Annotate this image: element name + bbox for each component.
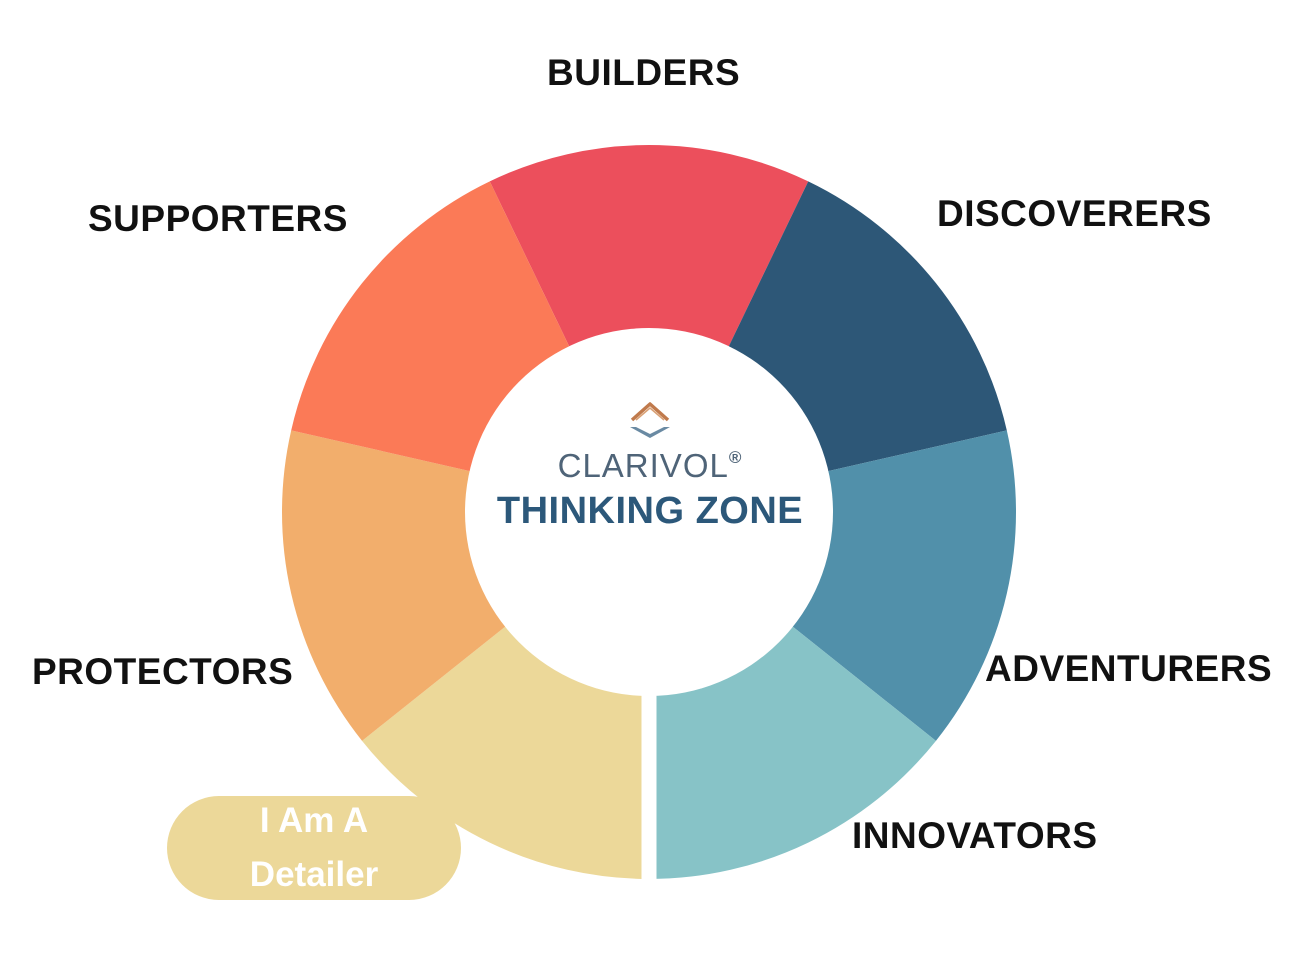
- registered-mark: ®: [728, 448, 743, 467]
- label-discoverers: DISCOVERERS: [937, 193, 1212, 234]
- segment-builders: [489, 145, 809, 377]
- label-protectors: PROTECTORS: [32, 651, 294, 692]
- center-title: THINKING ZONE: [496, 490, 804, 532]
- badge-line-2: Detailer: [249, 855, 379, 894]
- clarivol-logo-icon: [630, 402, 670, 438]
- label-adventurers: ADVENTURERS: [985, 648, 1273, 689]
- wheel-center-hole: [465, 328, 833, 696]
- label-supporters: SUPPORTERS: [88, 198, 348, 239]
- badge-line-1: I Am A: [259, 801, 369, 840]
- label-innovators: INNOVATORS: [852, 815, 1098, 856]
- label-builders: BUILDERS: [547, 52, 741, 93]
- brand-name: CLARIVOL®: [557, 447, 743, 484]
- center-title-block: CLARIVOL® THINKING ZONE: [470, 400, 830, 533]
- detailer-badge: I Am A Detailer: [167, 796, 461, 900]
